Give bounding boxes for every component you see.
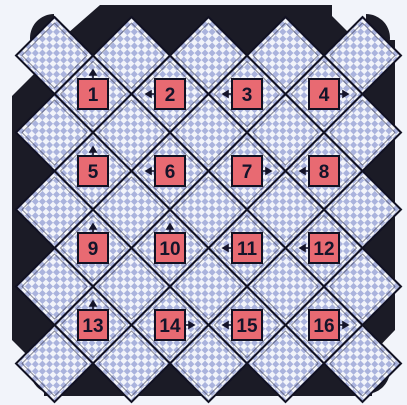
- diamond-lattice: [16, 17, 401, 402]
- tile-label: 9: [88, 239, 99, 260]
- tile-label: 12: [313, 239, 334, 260]
- tile-label: 16: [313, 316, 334, 337]
- tile-label: 15: [236, 316, 258, 337]
- tile-label: 8: [319, 162, 330, 183]
- tile-label: 6: [165, 162, 176, 183]
- tile-label: 7: [242, 162, 253, 183]
- tile-label: 11: [237, 239, 258, 260]
- tile-label: 2: [165, 85, 176, 106]
- tile-label: 10: [159, 239, 180, 260]
- tile-label: 4: [319, 85, 330, 106]
- tile-label: 13: [82, 316, 103, 337]
- tile-label: 5: [88, 162, 99, 183]
- tile-label: 14: [159, 316, 181, 337]
- tile-label: 3: [242, 85, 253, 106]
- tile-label: 1: [88, 85, 99, 106]
